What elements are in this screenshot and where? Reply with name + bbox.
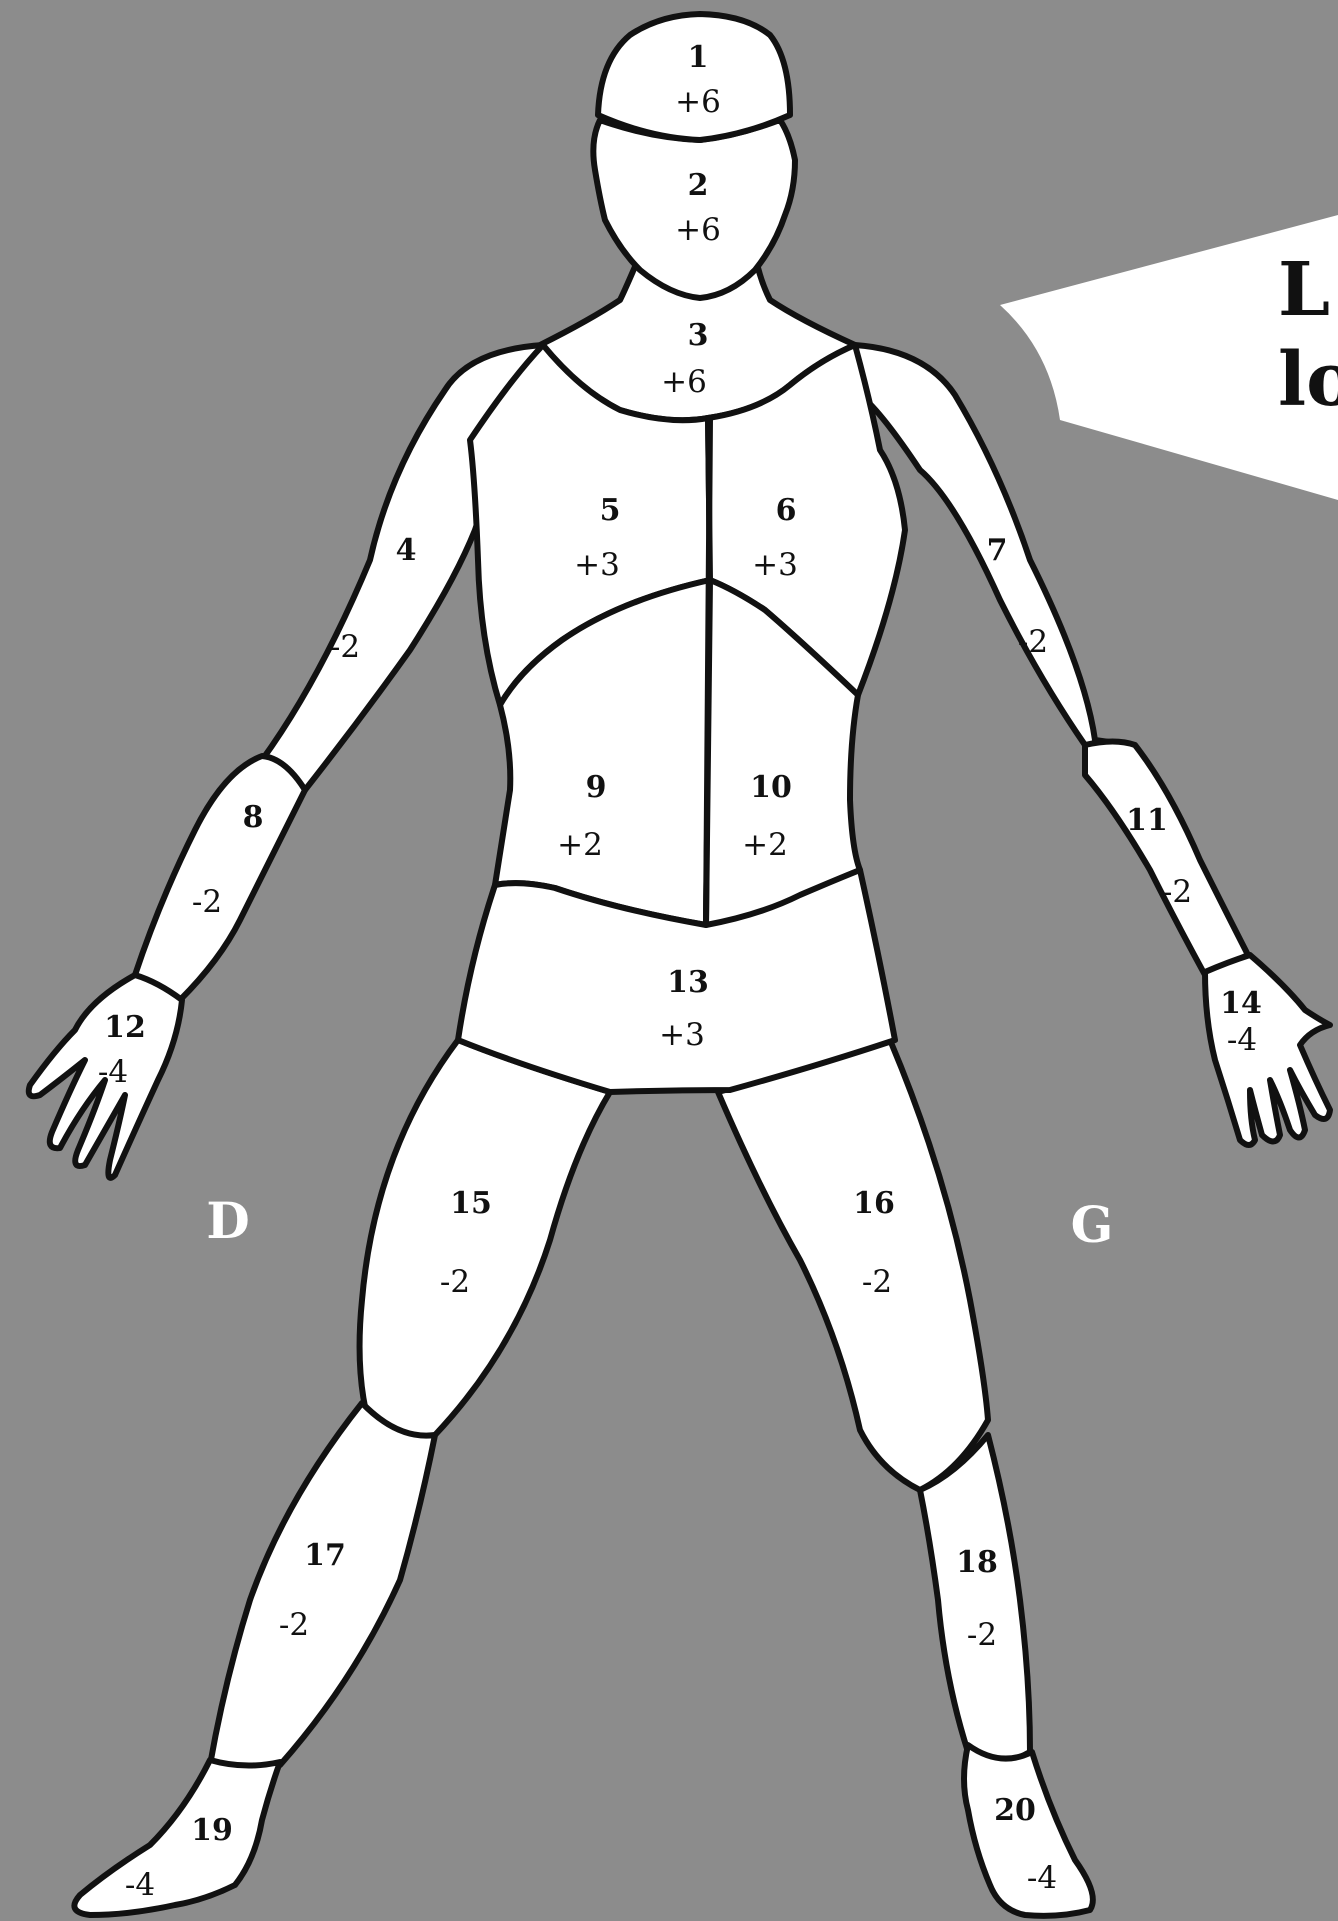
zone-2-number: 2 — [688, 168, 709, 203]
zone-10-modifier: +2 — [742, 827, 788, 863]
zone-8-number: 8 — [243, 800, 264, 835]
zone-2-modifier: +6 — [675, 212, 721, 248]
side-marker-left: G — [1071, 1195, 1114, 1254]
zone-7-modifier: -2 — [1018, 624, 1048, 660]
zone-11-number: 11 — [1126, 803, 1168, 838]
zone-14-modifier: -4 — [1227, 1022, 1257, 1058]
zone-20-modifier: -4 — [1027, 1860, 1057, 1896]
zone-5-number: 5 — [600, 493, 621, 528]
zone-12-modifier: -4 — [98, 1054, 128, 1090]
zone-20-number: 20 — [994, 1793, 1036, 1828]
zone-13-number: 13 — [667, 965, 709, 1000]
sternum-line — [706, 418, 710, 925]
zone-16-number: 16 — [853, 1186, 895, 1221]
banner-line-2: lo — [1278, 337, 1338, 423]
zone-9-number: 9 — [586, 770, 607, 805]
zone-18-number: 18 — [956, 1545, 998, 1580]
zone-1-modifier: +6 — [675, 84, 721, 120]
zone-17-modifier: -2 — [279, 1607, 309, 1643]
zone-17-number: 17 — [304, 1538, 346, 1573]
zone-5-modifier: +3 — [574, 547, 620, 583]
zone-3-number: 3 — [688, 318, 709, 353]
zone-9-modifier: +2 — [557, 827, 603, 863]
zone-16-modifier: -2 — [862, 1264, 892, 1300]
zone-18-modifier: -2 — [967, 1617, 997, 1653]
zone-12-number: 12 — [104, 1010, 146, 1045]
zone-4-number: 4 — [396, 533, 417, 568]
zone-6-modifier: +3 — [752, 547, 798, 583]
side-marker-right: D — [206, 1191, 249, 1250]
zone-4-modifier: -2 — [330, 629, 360, 665]
zone-7-number: 7 — [987, 533, 1008, 568]
zone-3-modifier: +6 — [661, 364, 707, 400]
zone-6-number: 6 — [776, 493, 797, 528]
zone-19-modifier: -4 — [125, 1867, 155, 1903]
zone-10-number: 10 — [750, 770, 792, 805]
zone-14-number: 14 — [1220, 986, 1262, 1021]
zone-13-modifier: +3 — [659, 1017, 705, 1053]
zone-15-modifier: -2 — [440, 1264, 470, 1300]
zone-19-number: 19 — [191, 1813, 233, 1848]
zone-8-modifier: -2 — [192, 884, 222, 920]
banner-line-1: L — [1278, 247, 1330, 333]
zone-11-modifier: -2 — [1162, 874, 1192, 910]
zone-15-number: 15 — [450, 1186, 492, 1221]
zone-1-number: 1 — [688, 40, 709, 75]
